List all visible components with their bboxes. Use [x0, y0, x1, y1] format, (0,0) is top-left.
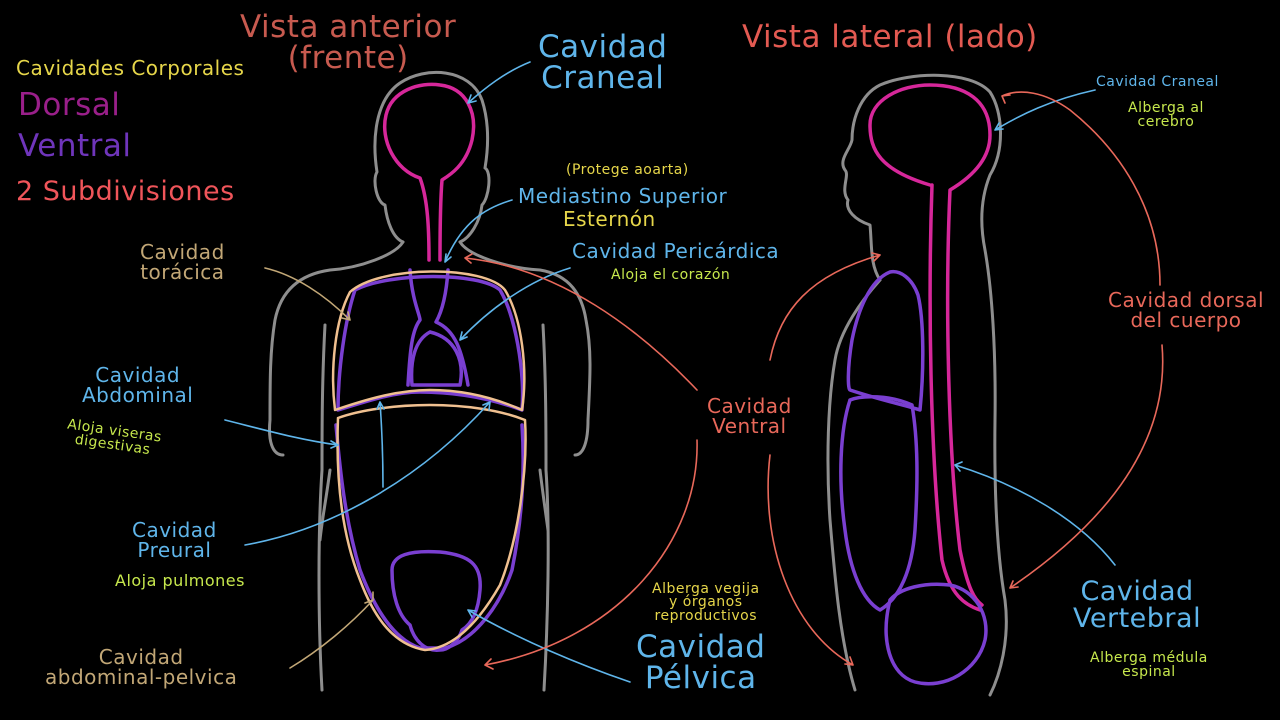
label-cavidad-pericardica: Cavidad Pericárdica [572, 239, 780, 263]
label-cavidad-craneal: Cavidad Craneal [538, 29, 668, 96]
lateral-dorsal-cavity [868, 83, 992, 612]
label-alberga-cerebro: Alberga al cerebro [1128, 100, 1204, 130]
label-cavidad-vertebral: Cavidad Vertebral [1073, 576, 1202, 634]
title-anterior-view: Vista anterior (frente) [240, 9, 457, 76]
pointer-arrows [224, 61, 1164, 683]
title-lateral-view: Vista lateral (lado) [742, 19, 1038, 55]
label-esternon: Esternón [563, 207, 656, 231]
label-cavidad-toracica: Cavidad torácica [140, 240, 225, 284]
anterior-cranial-cavity [383, 82, 476, 262]
label-cavidad-abdominal: Cavidad Abdominal [82, 363, 194, 407]
label-aloja-corazon: Aloja el corazón [611, 267, 731, 283]
label-lateral-cavidad-craneal: Cavidad Craneal [1096, 74, 1219, 90]
label-cavidad-pleural: Cavidad Preural [132, 518, 217, 562]
lateral-body-outline [826, 73, 1008, 697]
legend-dorsal: Dorsal [18, 87, 121, 123]
lateral-ventral-cavity [839, 269, 988, 686]
anterior-body-outline [268, 71, 592, 692]
label-cavidad-dorsal-cuerpo: Cavidad dorsal del cuerpo [1108, 288, 1265, 332]
label-protege-aorta: (Protege aoarta) [566, 162, 689, 178]
legend-heading: Cavidades Corporales [16, 56, 245, 80]
label-cavidad-pelvica: Cavidad Pélvica [636, 629, 766, 696]
legend-ventral: Ventral [18, 128, 132, 164]
label-alberga-vejiga: Alberga vegija y órganos reproductivos [652, 581, 760, 624]
anterior-pleural-outline [331, 270, 527, 652]
legend-subdivisions: 2 Subdivisiones [16, 176, 235, 207]
label-mediastino-superior: Mediastino Superior [518, 184, 728, 208]
label-cavidad-ventral: Cavidad Ventral [707, 394, 792, 438]
label-alberga-medula: Alberga médula espinal [1090, 650, 1208, 680]
label-aloja-pulmones: Aloja pulmones [115, 571, 245, 590]
label-cavidad-abdominal-pelvica: Cavidad abdominal-pelvica [45, 645, 238, 689]
